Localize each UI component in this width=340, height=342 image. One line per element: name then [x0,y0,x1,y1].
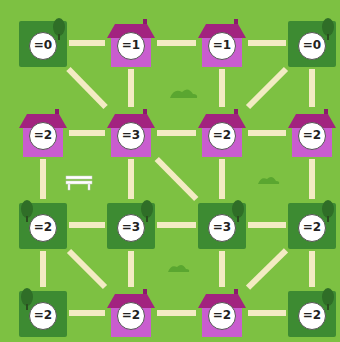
road [40,159,46,199]
house: =2 [196,287,248,339]
road [69,130,105,136]
road [248,69,286,107]
park-square: =2 [17,287,69,339]
road [69,222,105,228]
road [69,310,105,316]
park-square: =2 [17,199,69,251]
road [69,251,105,287]
count-label: =2 [298,302,326,330]
count-label: =3 [208,214,236,242]
road [69,40,105,46]
park-square: =0 [17,17,69,69]
count-label: =2 [298,122,326,150]
road [219,69,225,107]
park-square: =2 [286,287,338,339]
road [248,222,286,228]
count-label: =1 [208,32,236,60]
road [248,40,286,46]
road [219,159,225,199]
road [68,69,105,107]
road [157,40,196,46]
bush [168,265,189,272]
road [248,130,286,136]
count-label: =2 [29,214,57,242]
bush [258,177,279,184]
count-label: =2 [29,302,57,330]
house: =1 [196,17,248,69]
count-label: =0 [298,32,326,60]
house: =2 [196,107,248,159]
park-square: =2 [286,199,338,251]
road [248,310,286,316]
park-square: =3 [196,199,248,251]
count-label: =2 [208,122,236,150]
bush [170,89,197,98]
road [128,69,134,107]
count-label: =1 [117,32,145,60]
road [157,159,197,199]
road [309,159,315,199]
house: =2 [286,107,338,159]
park-square: =3 [105,199,157,251]
count-label: =2 [117,302,145,330]
road [40,251,46,287]
park-square: =0 [286,17,338,69]
house: =1 [105,17,157,69]
count-label: =2 [298,214,326,242]
house: =2 [17,107,69,159]
road [309,69,315,107]
road [309,251,315,287]
road [128,159,134,199]
count-label: =3 [117,214,145,242]
road [128,251,134,287]
house: =3 [105,107,157,159]
house: =2 [105,287,157,339]
count-label: =3 [117,122,145,150]
count-label: =2 [208,302,236,330]
road [219,251,225,287]
road [157,130,196,136]
road [157,222,196,228]
count-label: =0 [29,32,57,60]
bench [66,176,92,190]
count-label: =2 [29,122,57,150]
road [157,310,196,316]
road [248,250,286,287]
